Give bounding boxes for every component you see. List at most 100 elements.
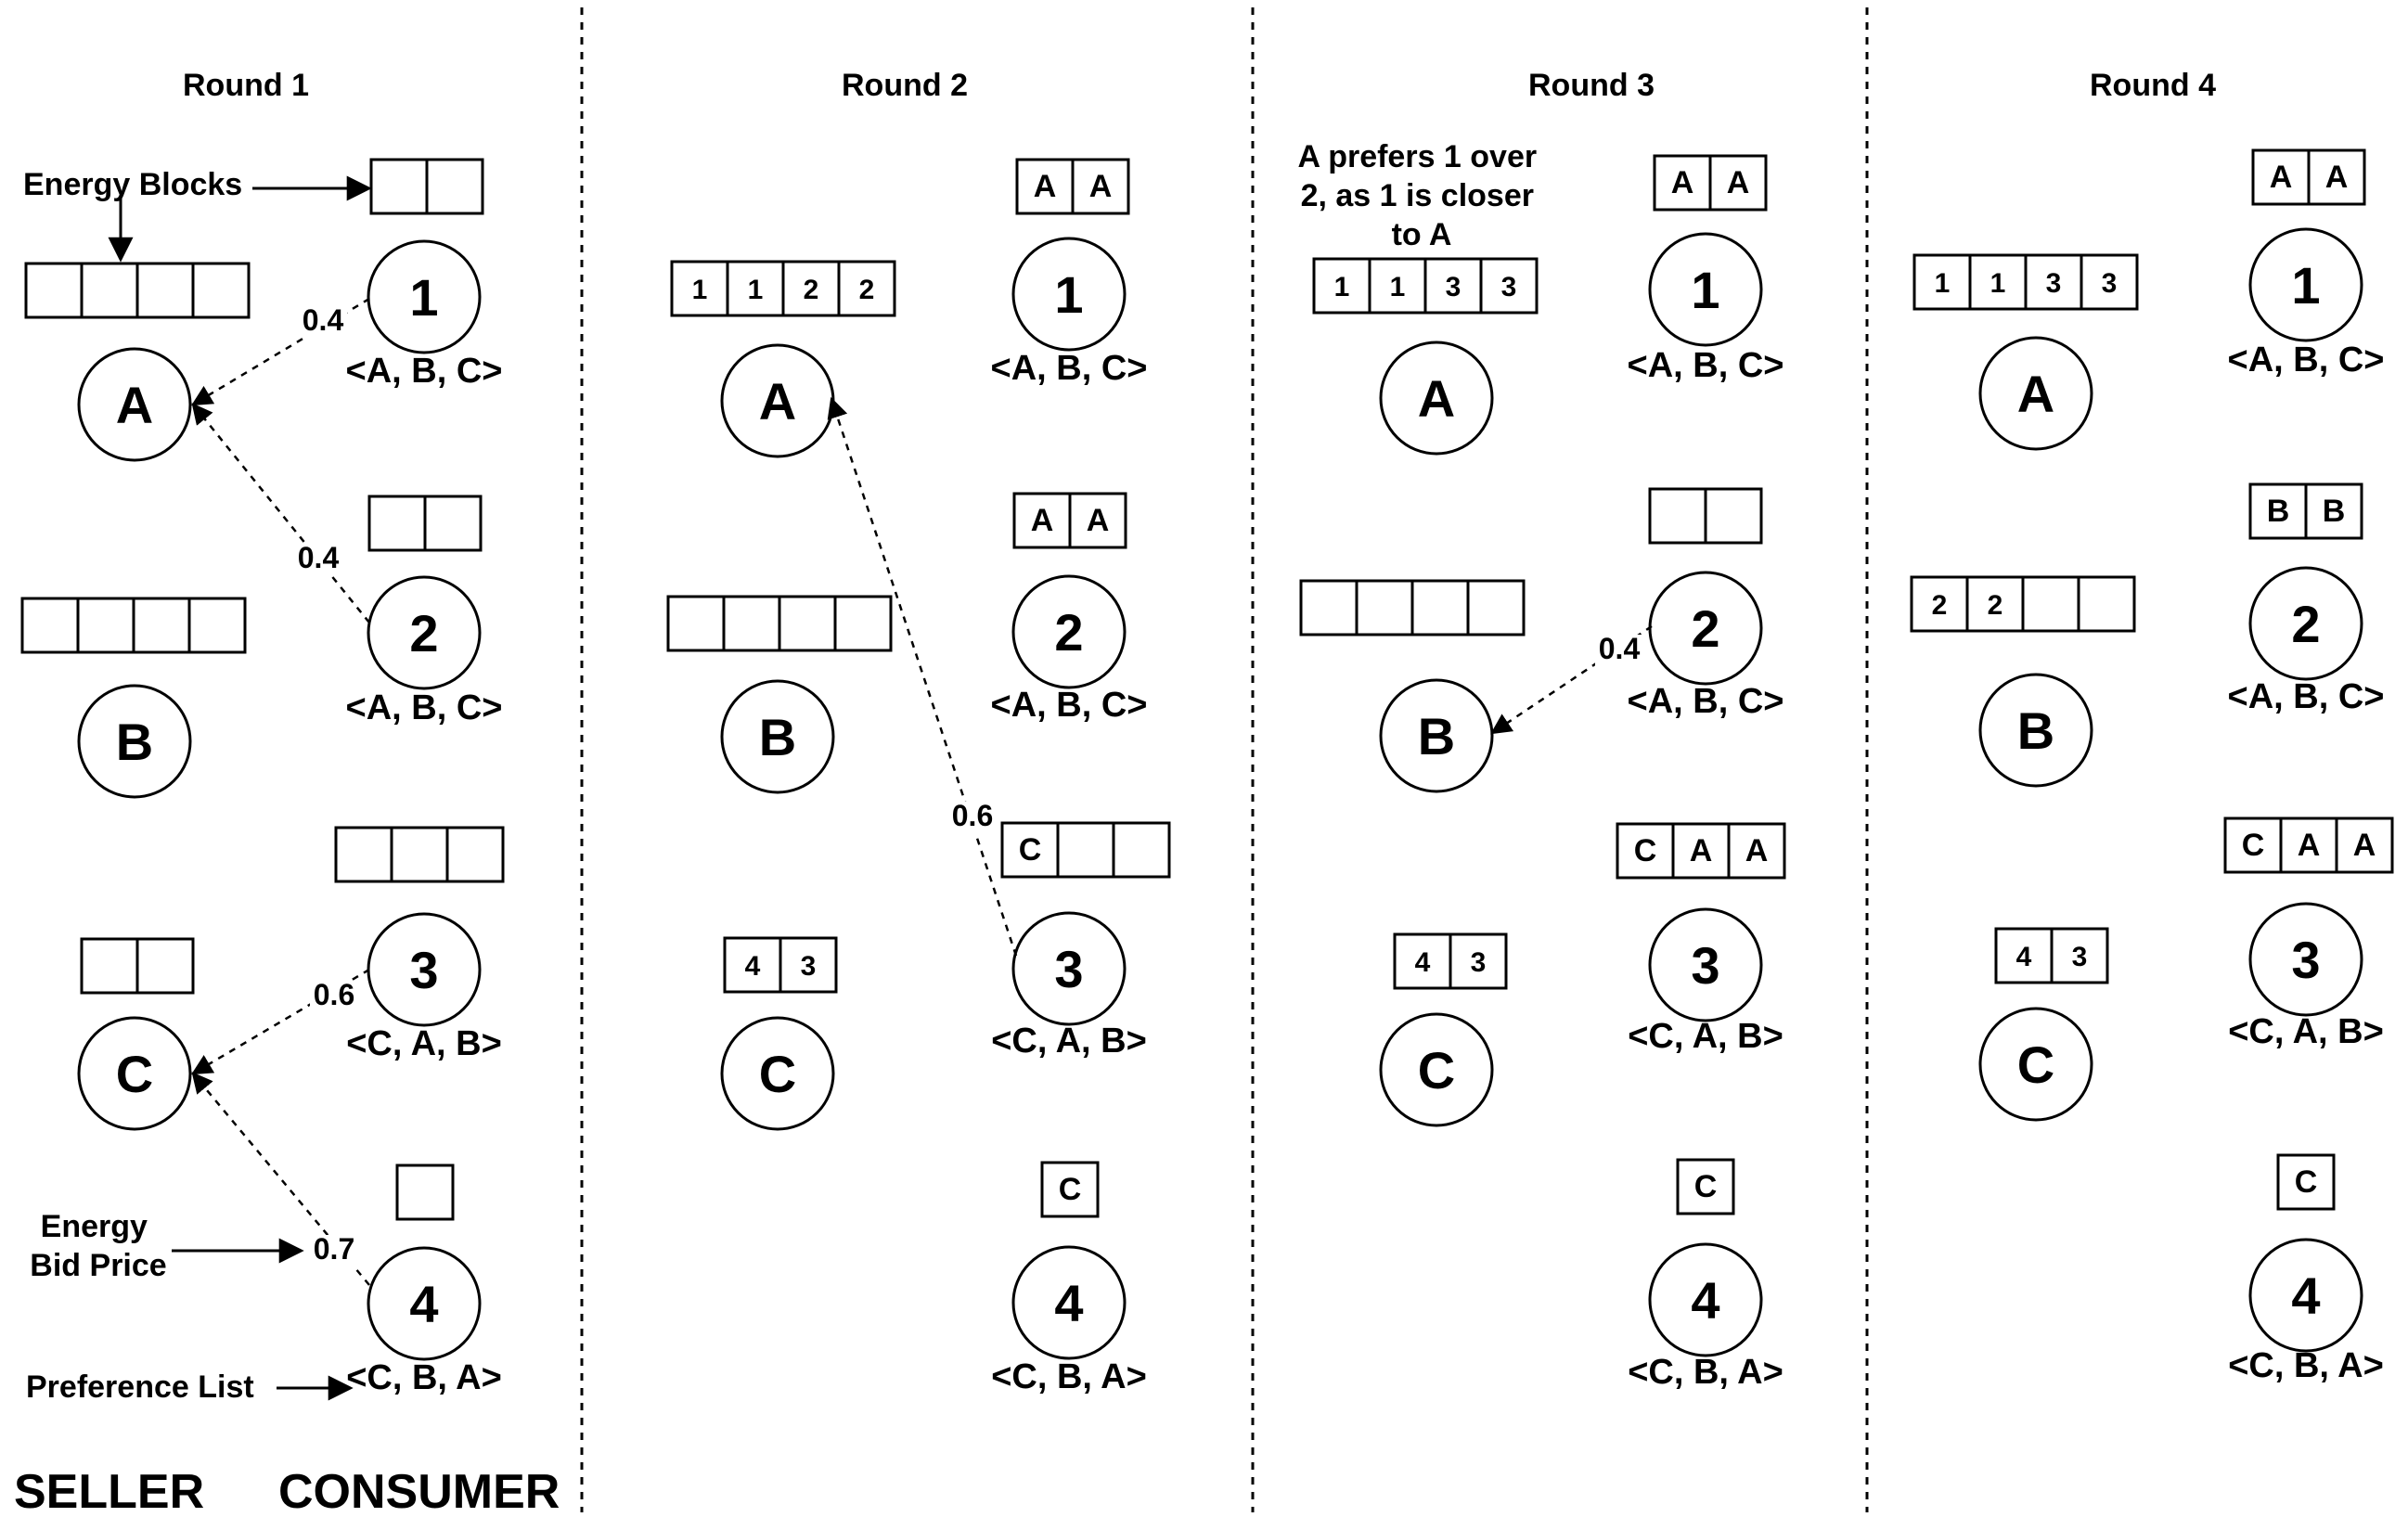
consumer-footer-label: CONSUMER (278, 1465, 560, 1517)
round-3-consumer-1-circle (1648, 232, 1763, 347)
round-1-consumer-4-block-1 (395, 1163, 455, 1221)
round-4-seller-b-block-2-label: 2 (1988, 590, 2003, 621)
round-3-consumer-3-block-3 (1727, 822, 1786, 880)
round-1-consumer-3-block-1 (334, 826, 393, 883)
round-2-consumer-4-preference-list: <C, B, A> (991, 1357, 1147, 1396)
round-3-consumer-3-block-1 (1616, 822, 1675, 880)
round-1-seller-c-circle (77, 1016, 192, 1131)
round-3-seller-b-energy-blocks (1299, 579, 1526, 636)
round-3-seller-c-circle (1379, 1012, 1494, 1127)
round-4-consumer-2-preference-list: <A, B, C> (2228, 677, 2385, 716)
round-2-consumer-2-preference-list: <A, B, C> (991, 686, 1148, 725)
round-2-bid-3-to-a-price: 0.6 (952, 799, 993, 832)
round-4-consumer-1-block-2 (2307, 148, 2366, 206)
round-2-seller-b-label: B (759, 708, 796, 766)
round-3-consumer-4-block-1 (1676, 1158, 1735, 1215)
round-1-bid-3-to-c-price-bg (310, 981, 358, 1012)
round-2-consumer-4-circle (1011, 1245, 1127, 1360)
round-4-seller-b-node: B (1978, 673, 2093, 788)
round-3-consumer-1-node: 1 (1648, 232, 1763, 347)
round-2-seller-a-block-4-label: 2 (859, 275, 875, 305)
round-3-seller-c-block-2-label: 3 (1471, 947, 1487, 978)
round-2-seller-b-node: B (720, 679, 835, 794)
round-1-consumer-3-preference-list: <C, A, B> (346, 1024, 502, 1063)
round-1-consumer-4-label: 4 (409, 1275, 438, 1333)
round-3-consumer-2-block-1 (1648, 487, 1707, 545)
round-1-consumer-4-circle (367, 1246, 482, 1361)
round-2-consumer-1-block-1 (1015, 158, 1075, 215)
round-3-seller-a-label: A (1418, 369, 1455, 428)
round-4-seller-b-block-4 (2077, 575, 2136, 633)
round-3-consumer-3-preference-list: <C, A, B> (1628, 1017, 1783, 1056)
round-2-title: Round 2 (842, 68, 968, 103)
round-2-seller-b-block-2 (722, 595, 781, 652)
round-3-note-line-2: 2, as 1 is closer (1301, 178, 1534, 213)
round-2-consumer-2-block-2 (1068, 492, 1127, 549)
round-4-seller-c-block-2 (2050, 927, 2109, 984)
round-1-seller-a-label: A (116, 376, 153, 434)
round-1-consumer-3-block-2 (390, 826, 449, 883)
round-1-consumer-2-node: 2 (367, 575, 482, 690)
round-4-consumer-1-node: 1 (2248, 227, 2363, 342)
round-4-seller-b-block-1 (1910, 575, 1969, 633)
round-3-consumer-4-label: 4 (1691, 1271, 1719, 1330)
round-4-consumer-3-preference-list: <C, A, B> (2228, 1012, 2384, 1051)
round-1-title: Round 1 (183, 68, 309, 103)
round-4-consumer-2-label: 2 (2291, 595, 2320, 653)
round-1-seller-b-block-4 (187, 597, 247, 654)
round-2-seller-a-label: A (759, 372, 796, 431)
round-2-consumer-1-circle (1011, 237, 1127, 352)
round-1-consumer-2-circle (367, 575, 482, 690)
round-2-seller-b-block-3 (778, 595, 837, 652)
round-4-seller-c-block-1 (1994, 927, 2054, 984)
round-3-consumer-2-node: 2 (1648, 571, 1763, 686)
round-4-seller-c-block-1-label: 4 (2016, 942, 2032, 972)
round-4-seller-a-label: A (2017, 365, 2054, 423)
round-1-consumer-3-node: 3 (367, 912, 482, 1027)
round-4-consumer-1-label: 1 (2291, 256, 2320, 315)
round-1-bid-2-to-a-price: 0.4 (298, 541, 340, 574)
seller-footer-label: SELLER (14, 1465, 204, 1517)
round-2-consumer-4-label: 4 (1054, 1274, 1083, 1332)
preference-list-label: Preference List (26, 1369, 254, 1405)
round-1-consumer-2-block-2 (423, 495, 483, 552)
round-2-consumer-3-block-1-label: C (1019, 832, 1042, 868)
round-1-seller-b-block-2 (76, 597, 135, 654)
round-3-consumer-3-circle (1648, 907, 1763, 1022)
round-1-consumer-3-energy-blocks (334, 826, 505, 883)
round-3-seller-a-block-3-label: 3 (1446, 272, 1462, 302)
round-1-consumer-4-energy-blocks (395, 1163, 455, 1221)
round-3-consumer-2-energy-blocks (1648, 487, 1763, 545)
round-4-consumer-4-block-1-label: C (2295, 1164, 2318, 1200)
round-4-consumer-2-block-2 (2304, 482, 2363, 540)
round-4-consumer-2-block-1-label: B (2267, 494, 2290, 529)
round-1-seller-c-energy-blocks (80, 937, 195, 995)
round-1-seller-a-circle (77, 347, 192, 462)
round-1-consumer-1-block-1 (369, 158, 429, 215)
round-3-seller-a-circle (1379, 341, 1494, 456)
energy-blocks-label: Energy Blocks (23, 167, 242, 202)
round-3-consumer-1-label: 1 (1691, 261, 1719, 319)
round-1-seller-a-block-4 (191, 262, 251, 319)
round-3-seller-b-node: B (1379, 678, 1494, 793)
round-3-consumer-3-block-1-label: C (1634, 833, 1657, 868)
round-3-seller-a-block-1-label: 1 (1334, 272, 1350, 302)
round-2-consumer-1-preference-list: <A, B, C> (991, 349, 1148, 388)
round-3-seller-a-block-2-label: 1 (1390, 272, 1406, 302)
round-2-consumer-4-block-1 (1040, 1161, 1100, 1218)
round-2-consumer-3-circle (1011, 911, 1127, 1026)
round-2-seller-a-block-1-label: 1 (692, 275, 708, 305)
round-2-bid-3-to-a-price-bg (948, 802, 997, 833)
round-4-consumer-3-block-1-label: C (2242, 828, 2265, 863)
round-3-seller-c-node: C (1379, 1012, 1494, 1127)
round-4-consumer-1-block-1-label: A (2270, 160, 2293, 195)
round-1-consumer-2-energy-blocks (367, 495, 483, 552)
round-4-seller-a-circle (1978, 336, 2093, 451)
round-2-consumer-1-block-2-label: A (1089, 169, 1113, 204)
